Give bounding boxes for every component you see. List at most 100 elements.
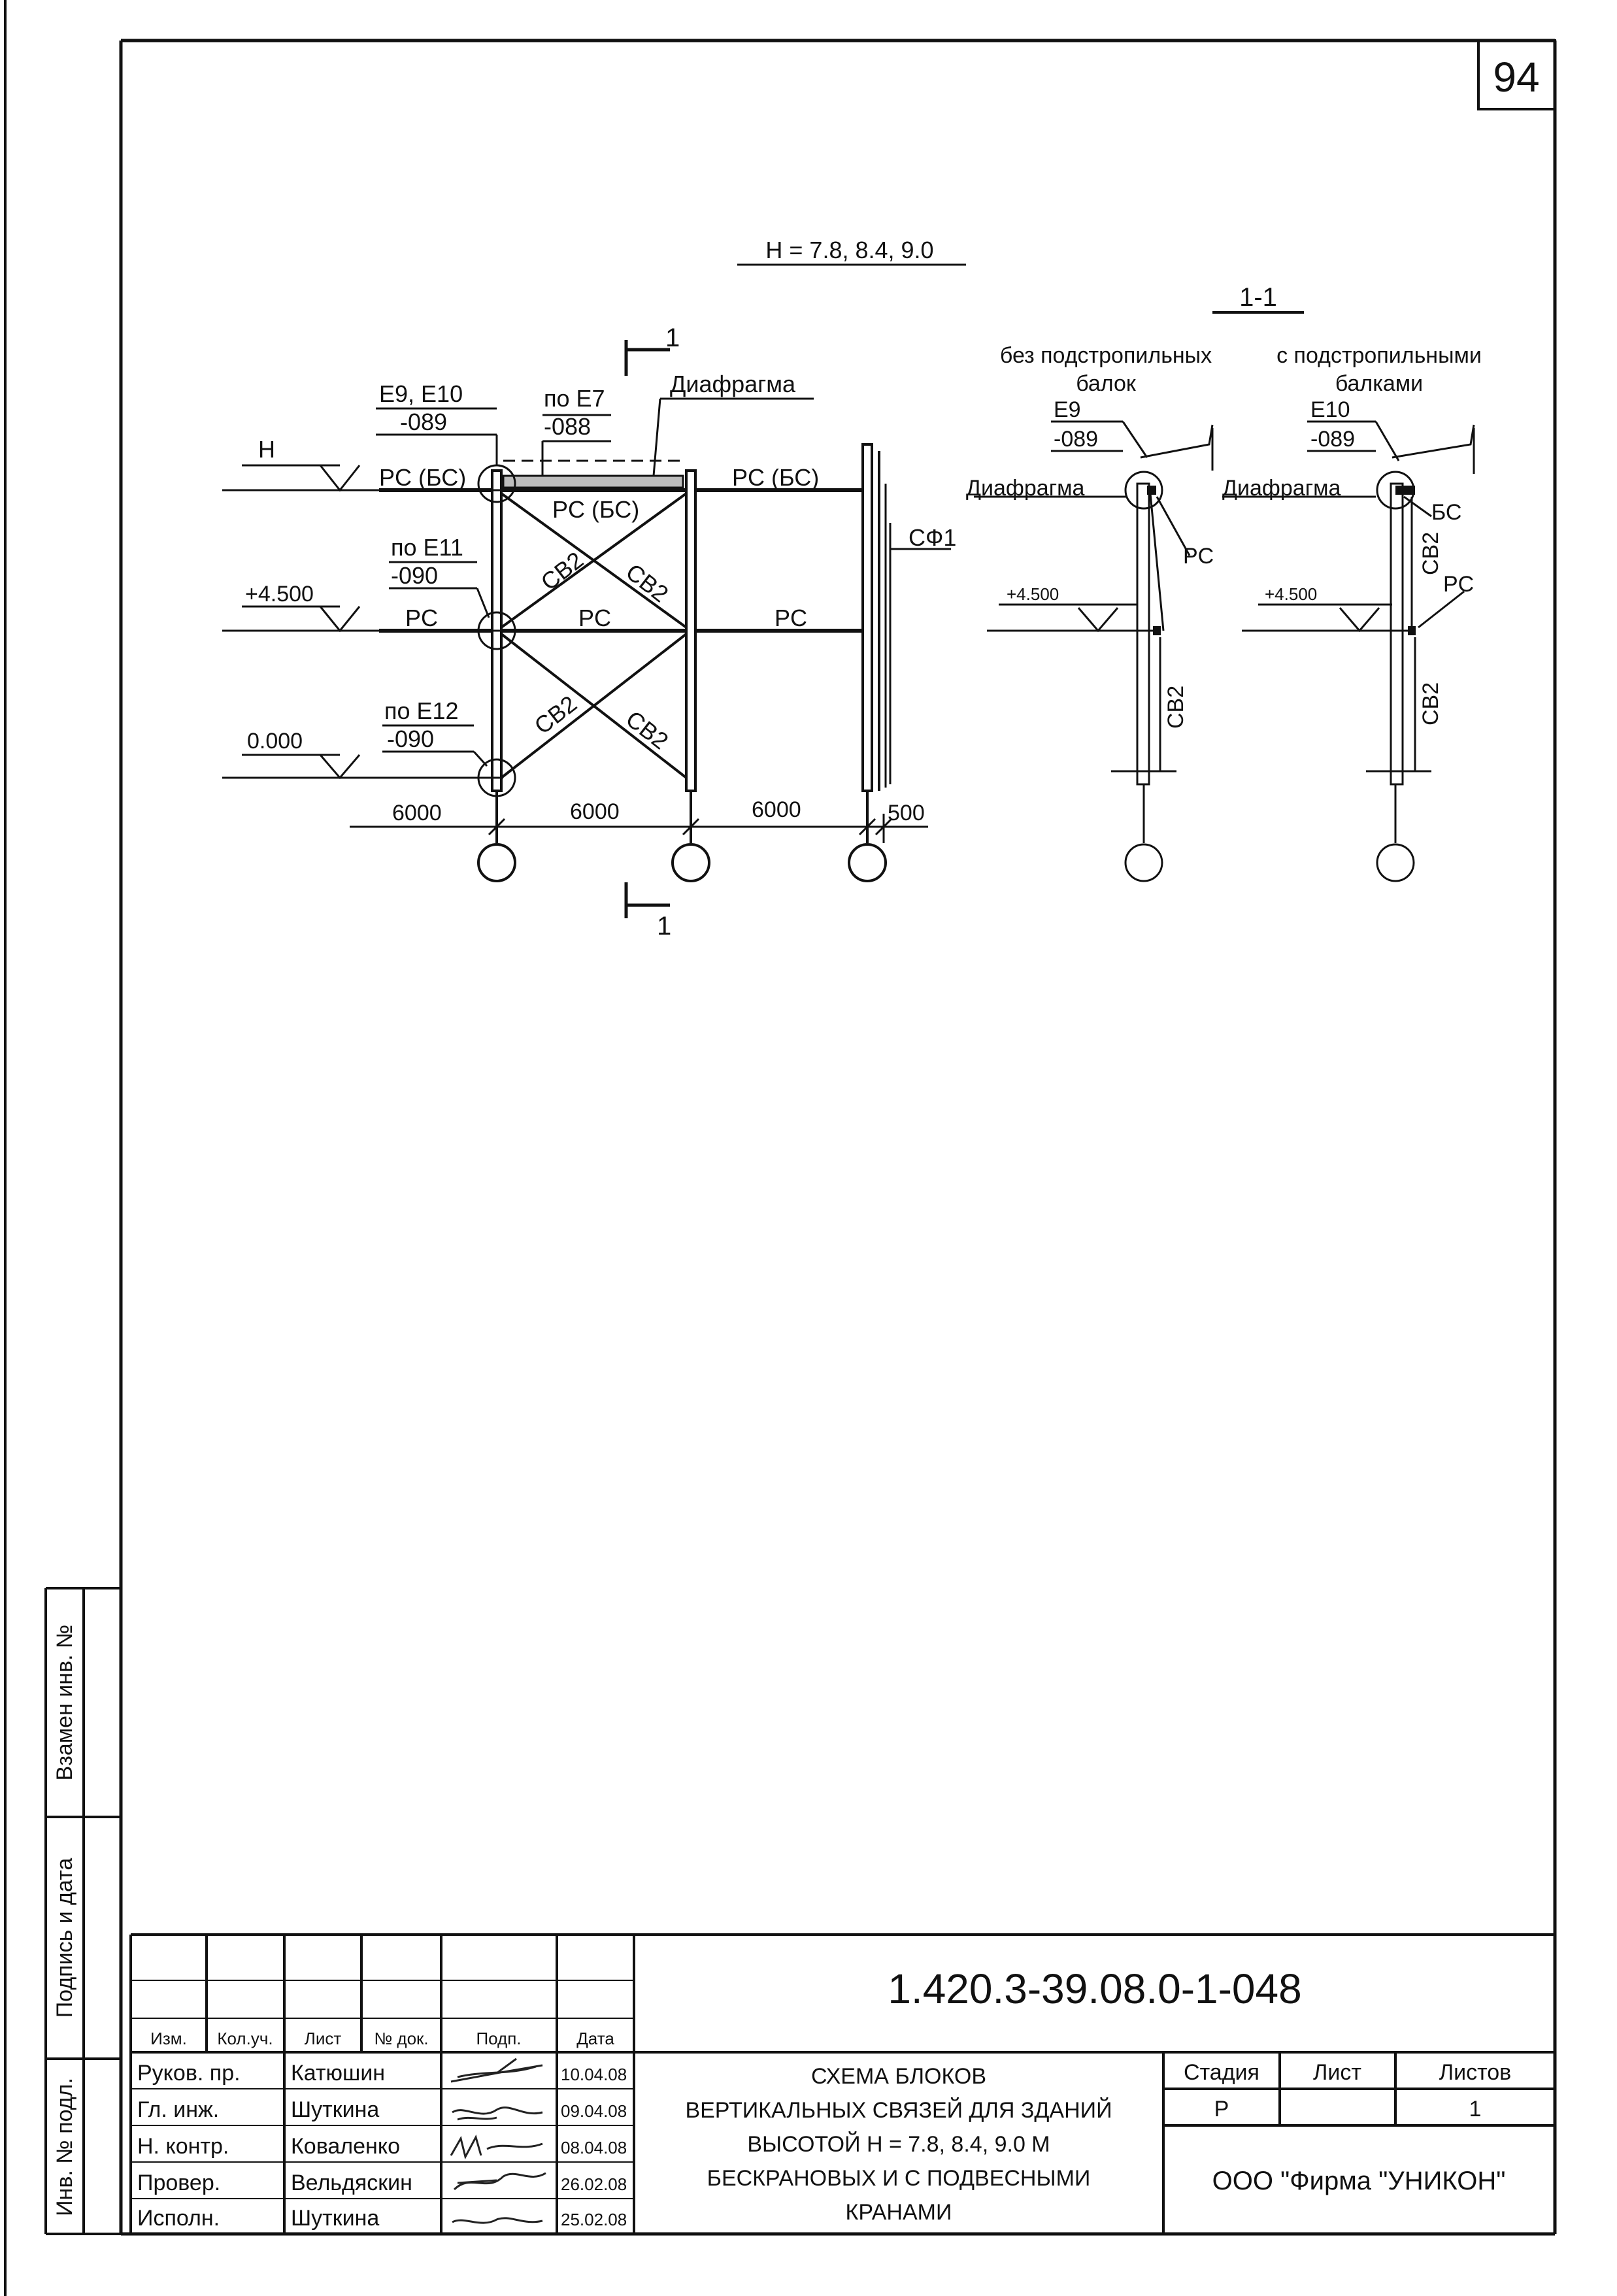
section-right-node: E10 [1310, 397, 1350, 422]
row-name: Шуткина [291, 2097, 379, 2122]
section-left-geometry [974, 420, 1214, 882]
diaphragm-element [502, 474, 684, 489]
wall-panel [884, 484, 892, 788]
row-name: Вельдяскин [291, 2171, 412, 2195]
row-name: Коваленко [291, 2134, 400, 2159]
row-date: 10.04.08 [561, 2065, 627, 2084]
dimension-4: 500 [888, 801, 925, 825]
dimension-3: 6000 [752, 797, 801, 822]
beams [379, 488, 863, 633]
sheets-value: 1 [1469, 2097, 1482, 2121]
row-name: Шуткина [291, 2206, 379, 2231]
level-h-label: H [258, 436, 275, 463]
header-date: Дата [576, 2029, 614, 2048]
row-date: 08.04.08 [561, 2138, 627, 2157]
dimension-1: 6000 [392, 801, 442, 825]
drawing-title-line-1: СХЕМА БЛОКОВ [811, 2064, 986, 2089]
section-mark-bottom [624, 882, 670, 918]
section-right-caption-2: балками [1335, 371, 1423, 396]
section-right-geometry [1222, 420, 1475, 882]
section-right-caption-1: с подстропильными [1276, 343, 1482, 368]
title-block-headers: Изм. Кол.уч. Лист № док. Подп. Дата [150, 2029, 614, 2048]
signature-2 [452, 2106, 543, 2121]
drawing-title-line-4: БЕСКРАНОВЫХ И С ПОДВЕСНЫМИ [707, 2166, 1091, 2191]
sheet-number-box: 94 [1477, 39, 1556, 110]
row-role: Н. контр. [137, 2134, 229, 2159]
section-left-caption-2: балок [1076, 371, 1137, 396]
section-mark-top-label: 1 [665, 324, 680, 352]
level-zero-label: 0.000 [247, 729, 303, 754]
section-left-node: E9 [1054, 397, 1081, 422]
section-left-node-code: -089 [1054, 427, 1098, 452]
row-role: Руков. пр. [137, 2061, 241, 2086]
section-right-brace-upper: CB2 [1418, 532, 1443, 575]
drawing-frame [119, 39, 1557, 2236]
section-left-brace: CB2 [1163, 686, 1188, 729]
side-stamp [44, 1587, 121, 2235]
node-bot-code: -090 [387, 725, 434, 752]
beam-label-mid-right: PC [775, 605, 807, 631]
node-e7-code: -088 [544, 413, 591, 440]
braces [500, 492, 688, 779]
drawing-title-line-5: КРАНАМИ [846, 2200, 952, 2225]
sheet-number: 94 [1493, 54, 1539, 101]
signature-4 [453, 2172, 546, 2191]
side-label-signature: Подпись и дата [52, 1858, 77, 2018]
node-bot-label: по E12 [384, 697, 459, 724]
section-right-diaphragm: Диафрагма [1222, 476, 1341, 501]
title-block [129, 1933, 1555, 2234]
drawing-title: СХЕМА БЛОКОВ ВЕРТИКАЛЬНЫХ СВЯЗЕЙ ДЛЯ ЗДА… [685, 2064, 1112, 2225]
section-left-level: +4.500 [1007, 584, 1059, 604]
signature-1 [450, 2057, 543, 2083]
node-top-label: E9, E10 [379, 380, 463, 407]
beam-label-top-left: PC (БС) [379, 464, 466, 491]
section-right-bs: БС [1431, 500, 1461, 525]
section-right-node-code: -089 [1310, 427, 1355, 452]
grid-axes [477, 791, 887, 882]
level-mid-label: +4.500 [245, 582, 314, 607]
node-mid-label: по E11 [391, 534, 463, 561]
section-right-brace-lower: CB2 [1418, 682, 1443, 725]
sheets-label: Листов [1439, 2060, 1511, 2085]
side-label-inventory: Инв. № подл. [52, 2078, 77, 2216]
row-role: Исполн. [137, 2206, 220, 2231]
beam-label-top-right: PC (БС) [732, 464, 819, 491]
section-right-level: +4.500 [1265, 584, 1317, 604]
header-kol-uch: Кол.уч. [217, 2029, 273, 2048]
header-izm: Изм. [150, 2029, 187, 2048]
beam-label-mid-center: PC [578, 605, 611, 631]
stage-value: P [1214, 2097, 1229, 2121]
header-list: Лист [305, 2029, 342, 2048]
section-left-rs: PC [1183, 544, 1214, 569]
section-title: 1-1 [1239, 283, 1277, 312]
signature-5 [452, 2217, 543, 2224]
row-role: Провер. [137, 2171, 220, 2195]
node-leaders [376, 397, 814, 767]
signatures [450, 2057, 546, 2224]
header-signature: Подп. [476, 2029, 521, 2048]
heights-title: H = 7.8, 8.4, 9.0 [765, 237, 933, 263]
section-left-diaphragm: Диафрагма [966, 476, 1084, 501]
side-label-replaced: Взамен инв. № [52, 1625, 77, 1781]
row-role: Гл. инж. [137, 2097, 219, 2122]
section-right-rs: PC [1443, 572, 1474, 597]
section-mark-top [624, 340, 670, 376]
node-e7-label: по E7 [544, 385, 605, 412]
section-left-caption-1: без подстропильных [1000, 343, 1212, 368]
title-block-rows: Руков. пр. Катюшин 10.04.08 Гл. инж. Шут… [137, 2061, 627, 2231]
beam-label-mid-left: PC [405, 605, 438, 631]
section-view: 1-1 без подстропильных балок с подстропи… [966, 283, 1482, 882]
company-name: ООО "Фирма "УНИКОН" [1212, 2167, 1506, 2195]
row-date: 25.02.08 [561, 2210, 627, 2229]
node-mid-code: -090 [391, 562, 438, 589]
stage-block: Стадия Лист Листов P 1 ООО "Фирма "УНИКО… [1184, 2060, 1511, 2195]
row-date: 26.02.08 [561, 2174, 627, 2194]
node-top-code: -089 [400, 408, 447, 435]
beam-label-top-center: PC (БС) [552, 496, 639, 523]
signature-3 [450, 2135, 543, 2160]
dimension-2: 6000 [570, 799, 620, 824]
drawing-title-line-3: ВЫСОТОЙ H = 7.8, 8.4, 9.0 M [747, 2132, 1050, 2157]
row-date: 09.04.08 [561, 2101, 627, 2121]
row-name: Катюшин [291, 2061, 385, 2086]
